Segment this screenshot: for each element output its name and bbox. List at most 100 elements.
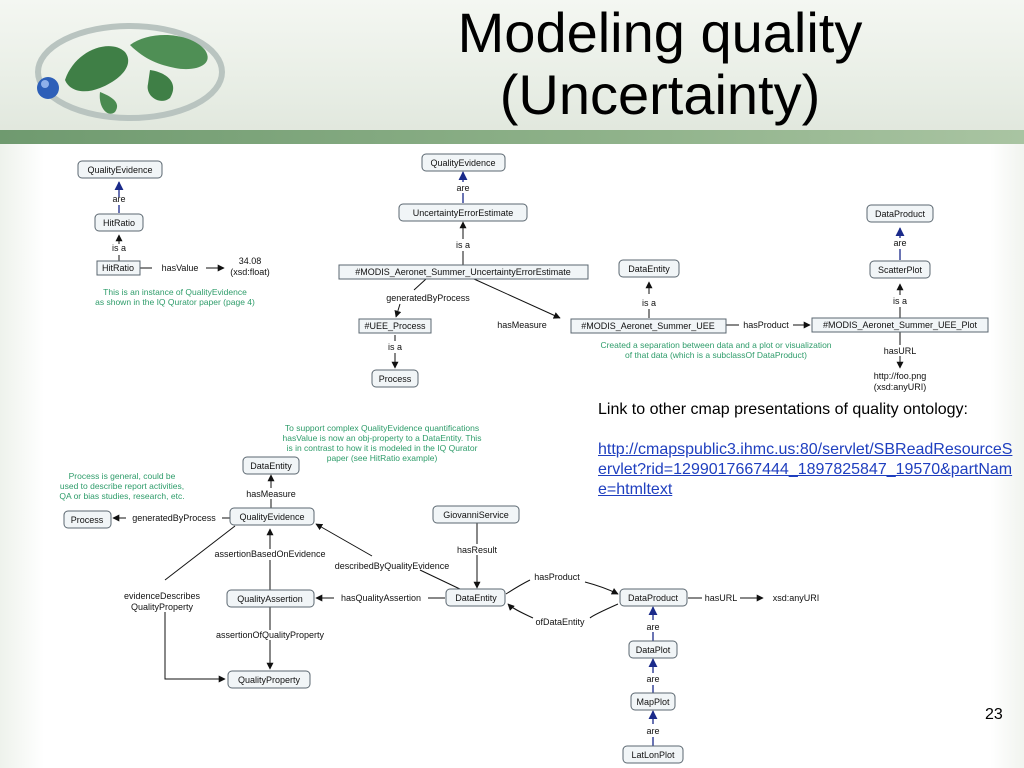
rel-are-2: are bbox=[456, 183, 469, 193]
note-separation-2: of that data (which is a subclassOf Data… bbox=[625, 350, 807, 360]
node-data-entity-3: DataEntity bbox=[445, 588, 506, 607]
node-process-2: Process bbox=[63, 510, 112, 529]
rel-has-measure-2: hasMeasure bbox=[246, 489, 296, 499]
rel-described-by: describedByQualityEvidence bbox=[335, 561, 450, 571]
rel-is-a-5: is a bbox=[893, 296, 907, 306]
svg-text:QualityAssertion: QualityAssertion bbox=[237, 594, 303, 604]
rel-are-5: are bbox=[646, 674, 659, 684]
rel-has-url-2: hasURL bbox=[705, 593, 738, 603]
svg-text:HitRatio: HitRatio bbox=[103, 218, 135, 228]
note-complex-4: paper (see HitRatio example) bbox=[327, 453, 438, 463]
svg-text:ScatterPlot: ScatterPlot bbox=[878, 265, 923, 275]
rel-are-6: are bbox=[646, 726, 659, 736]
node-data-plot: DataPlot bbox=[628, 640, 678, 659]
node-uee-process: #UEE_Process bbox=[358, 318, 432, 334]
node-uncertainty-error-estimate: UncertaintyErrorEstimate bbox=[398, 203, 528, 222]
rel-is-a-4: is a bbox=[642, 298, 656, 308]
node-giovanni-service: GiovanniService bbox=[432, 505, 520, 524]
cmap-link-text: Link to other cmap presentations of qual… bbox=[598, 400, 1018, 500]
node-data-product-2: DataProduct bbox=[619, 588, 688, 607]
rel-of-data-entity: ofDataEntity bbox=[535, 617, 585, 627]
note-hit-ratio-1: This is an instance of QualityEvidence bbox=[103, 287, 247, 297]
note-process-1: Process is general, could be bbox=[69, 471, 176, 481]
svg-text:DataEntity: DataEntity bbox=[250, 461, 292, 471]
note-process-3: QA or bias studies, research, etc. bbox=[59, 491, 184, 501]
node-modis-uee: #MODIS_Aeronet_Summer_UncertaintyErrorEs… bbox=[338, 264, 589, 280]
note-complex-2: hasValue is now an obj-property to a Dat… bbox=[283, 433, 482, 443]
node-process: Process bbox=[371, 369, 419, 388]
rel-has-quality-assertion: hasQualityAssertion bbox=[341, 593, 421, 603]
svg-text:QualityEvidence: QualityEvidence bbox=[87, 165, 152, 175]
node-data-entity-top: DataEntity bbox=[242, 456, 300, 475]
url-foo-png: http://foo.png bbox=[874, 371, 927, 381]
rel-has-product: hasProduct bbox=[743, 320, 789, 330]
diagram-hit-ratio: QualityEvidence are HitRatio is a HitRat… bbox=[77, 160, 270, 307]
value-type: (xsd:float) bbox=[230, 267, 270, 277]
rel-generated-by-process: generatedByProcess bbox=[386, 293, 470, 303]
rel-assertion-based: assertionBasedOnEvidence bbox=[214, 549, 325, 559]
title-line-1: Modeling quality bbox=[457, 1, 863, 64]
rel-generated-by-process-2: generatedByProcess bbox=[132, 513, 216, 523]
svg-text:HitRatio: HitRatio bbox=[102, 263, 134, 273]
rel-has-product-2: hasProduct bbox=[534, 572, 580, 582]
node-map-plot: MapPlot bbox=[630, 692, 676, 711]
svg-text:QualityEvidence: QualityEvidence bbox=[430, 158, 495, 168]
title-line-2: (Uncertainty) bbox=[499, 63, 821, 126]
rel-evidence-describes-1: evidenceDescribes bbox=[124, 591, 201, 601]
page-number: 23 bbox=[985, 706, 1003, 723]
url-type: (xsd:anyURI) bbox=[874, 382, 927, 392]
node-scatter-plot: ScatterPlot bbox=[869, 260, 931, 279]
svg-text:UncertaintyErrorEstimate: UncertaintyErrorEstimate bbox=[413, 208, 514, 218]
svg-text:#MODIS_Aeronet_Summer_UEE: #MODIS_Aeronet_Summer_UEE bbox=[581, 321, 715, 331]
svg-text:#MODIS_Aeronet_Summer_Uncertai: #MODIS_Aeronet_Summer_UncertaintyErrorEs… bbox=[355, 267, 571, 277]
cmap-link[interactable]: http://cmapspublic3.ihmc.us:80/servlet/S… bbox=[598, 441, 1013, 498]
slide-title: Modeling quality (Uncertainty) bbox=[380, 2, 940, 126]
rel-has-measure: hasMeasure bbox=[497, 320, 547, 330]
rel-assertion-of: assertionOfQualityProperty bbox=[216, 630, 325, 640]
side-text-label: Link to other cmap presentations of qual… bbox=[598, 401, 968, 418]
node-data-product: DataProduct bbox=[866, 204, 934, 223]
node-modis-summer-uee: #MODIS_Aeronet_Summer_UEE bbox=[570, 318, 727, 334]
diagram-quality-model: To support complex QualityEvidence quant… bbox=[59, 423, 820, 764]
svg-text:DataProduct: DataProduct bbox=[875, 209, 926, 219]
svg-text:QualityEvidence: QualityEvidence bbox=[239, 512, 304, 522]
svg-text:QualityProperty: QualityProperty bbox=[238, 675, 301, 685]
header-band bbox=[0, 130, 1024, 144]
rel-is-a: is a bbox=[112, 243, 126, 253]
rel-evidence-describes-2: QualityProperty bbox=[131, 602, 194, 612]
svg-text:MapPlot: MapPlot bbox=[636, 697, 670, 707]
note-complex-1: To support complex QualityEvidence quant… bbox=[285, 423, 479, 433]
rel-has-value: hasValue bbox=[162, 263, 199, 273]
svg-text:DataProduct: DataProduct bbox=[628, 593, 679, 603]
rel-are-3: are bbox=[893, 238, 906, 248]
diagram-uncertainty-error: QualityEvidence are UncertaintyErrorEsti… bbox=[338, 153, 989, 392]
svg-text:Process: Process bbox=[379, 374, 412, 384]
rel-is-a-3: is a bbox=[388, 342, 402, 352]
svg-text:DataEntity: DataEntity bbox=[455, 593, 497, 603]
node-data-entity: DataEntity bbox=[618, 259, 680, 278]
note-separation-1: Created a separation between data and a … bbox=[600, 340, 831, 350]
node-hit-ratio-class: HitRatio bbox=[94, 213, 144, 232]
node-quality-evidence: QualityEvidence bbox=[77, 160, 163, 179]
node-modis-plot: #MODIS_Aeronet_Summer_UEE_Plot bbox=[811, 317, 989, 333]
rel-has-result: hasResult bbox=[457, 545, 498, 555]
svg-text:GiovanniService: GiovanniService bbox=[443, 510, 509, 520]
node-lat-lon-plot: LatLonPlot bbox=[622, 745, 684, 764]
url-any-uri: xsd:anyURI bbox=[773, 593, 820, 603]
svg-text:#MODIS_Aeronet_Summer_UEE_Plot: #MODIS_Aeronet_Summer_UEE_Plot bbox=[823, 320, 978, 330]
rel-is-a-2: is a bbox=[456, 240, 470, 250]
node-quality-evidence-2: QualityEvidence bbox=[421, 153, 506, 172]
rel-are: are bbox=[112, 194, 125, 204]
rel-has-url: hasURL bbox=[884, 346, 917, 356]
right-decor bbox=[990, 144, 1024, 768]
node-hit-ratio-instance: HitRatio bbox=[96, 260, 141, 276]
svg-text:LatLonPlot: LatLonPlot bbox=[631, 750, 675, 760]
rel-are-4: are bbox=[646, 622, 659, 632]
node-quality-assertion: QualityAssertion bbox=[226, 589, 315, 608]
svg-text:DataPlot: DataPlot bbox=[636, 645, 671, 655]
node-quality-property: QualityProperty bbox=[227, 670, 311, 689]
note-process-2: used to describe report activities, bbox=[60, 481, 184, 491]
left-decor bbox=[0, 144, 44, 768]
node-quality-evidence-3: QualityEvidence bbox=[229, 507, 315, 526]
